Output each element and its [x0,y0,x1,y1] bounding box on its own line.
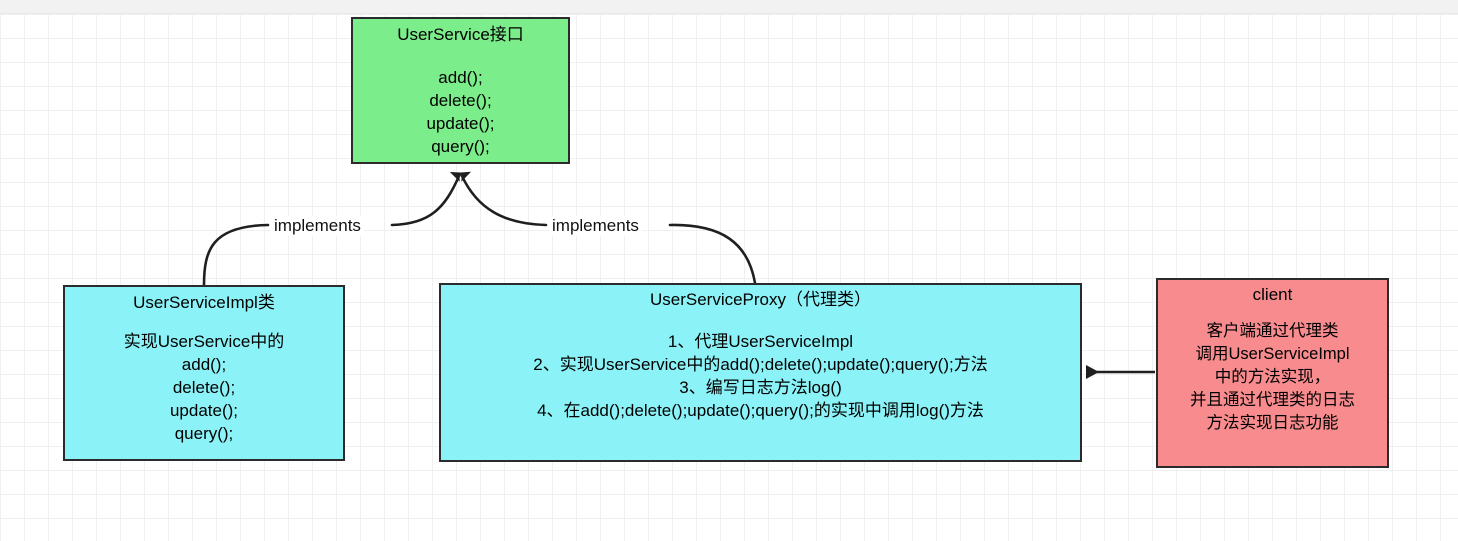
node-body: add(); delete(); update(); query(); [353,66,568,158]
node-body-line: 3、编写日志方法log() [679,378,842,397]
node-body: 客户端通过代理类 调用UserServiceImpl 中的方法实现， 并且通过代… [1158,320,1387,435]
node-body-line: 客户端通过代理类 [1206,322,1339,340]
edge-proxy-implements-left-segment [457,171,548,227]
node-body-line: add(); [181,355,227,374]
edge-proxy-implements-right-segment [668,223,757,285]
top-gray-band [0,0,1458,14]
edge-label-implements-right: implements [549,216,642,236]
node-body-line: 调用UserServiceImpl [1195,345,1350,363]
node-body-line: update(); [426,114,495,133]
node-body-line: add(); [438,68,483,87]
node-title: UserServiceProxy（代理类） [649,290,872,309]
node-body: 1、代理UserServiceImpl 2、实现UserService中的add… [441,330,1080,422]
node-body-line: 实现UserService中的 [123,332,285,351]
node-body-line: update(); [169,401,239,420]
node-title: client [1252,285,1293,304]
node-body-line: delete(); [172,378,236,397]
node-client[interactable]: client 客户端通过代理类 调用UserServiceImpl 中的方法实现… [1156,278,1389,468]
node-user-service-interface[interactable]: UserService接口 add(); delete(); update();… [351,17,570,164]
edge-impl-implements-left-segment [202,223,270,287]
node-body-line: 4、在add();delete();update();query();的实现中调… [537,401,984,420]
node-body-line: query(); [174,424,234,443]
node-body-line: delete(); [429,91,492,110]
node-body-line: 2、实现UserService中的add();delete();update()… [533,355,988,374]
node-user-service-proxy[interactable]: UserServiceProxy（代理类） 1、代理UserServiceImp… [439,283,1082,462]
node-body-line: 中的方法实现， [1214,368,1331,386]
node-title: UserService接口 [397,25,524,44]
edge-label-implements-left: implements [271,216,364,236]
node-body-line: 方法实现日志功能 [1206,414,1339,432]
node-body-line: 并且通过代理类的日志 [1190,391,1355,409]
node-body: 实现UserService中的 add(); delete(); update(… [65,330,343,445]
node-user-service-impl[interactable]: UserServiceImpl类 实现UserService中的 add(); … [63,285,345,461]
node-body-line: 1、代理UserServiceImpl [667,332,854,351]
node-title: UserServiceImpl类 [133,293,275,312]
edge-impl-implements-right-segment [390,171,464,227]
node-body-line: query(); [431,137,490,156]
